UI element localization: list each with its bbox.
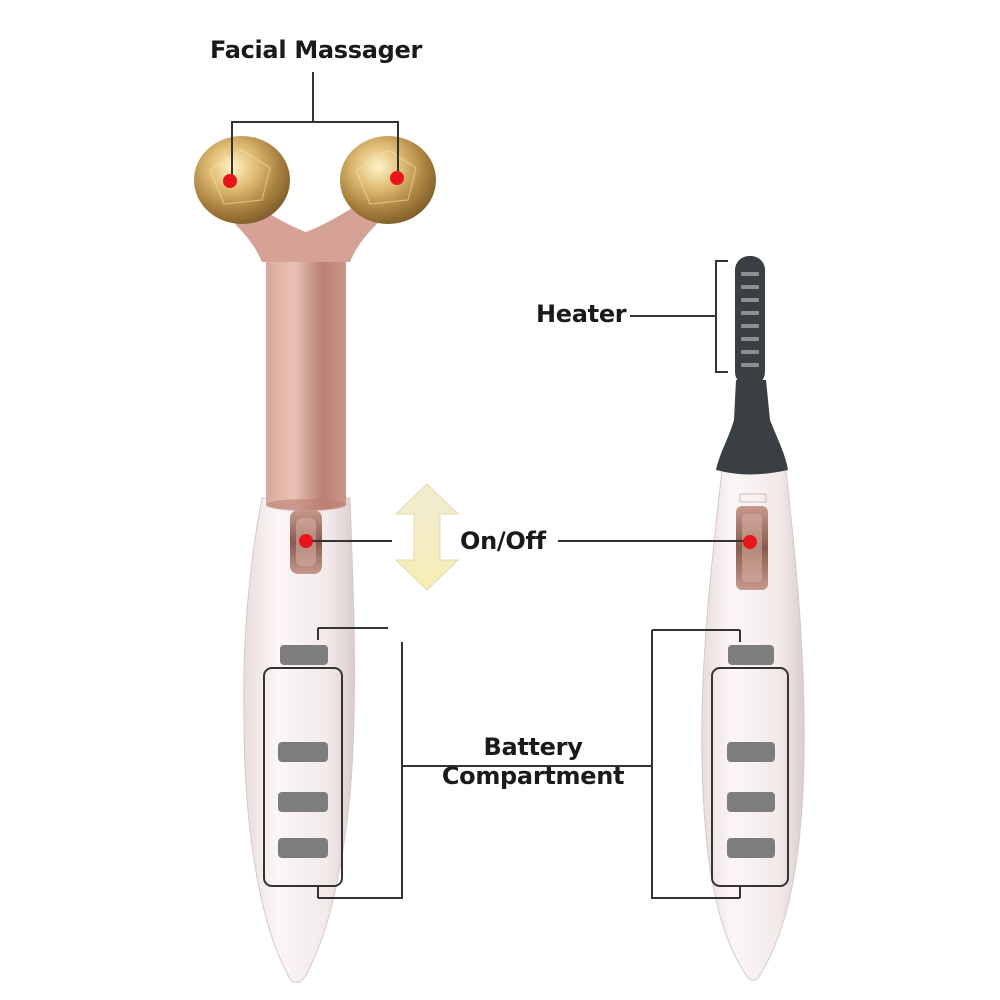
battery-label-line2: Compartment — [441, 761, 625, 790]
right-roller — [340, 136, 436, 224]
marker-left-roller — [223, 174, 237, 188]
curler-battery-bar — [727, 792, 775, 812]
facial-massager-label: Facial Massager — [210, 36, 423, 64]
curler-battery-bar — [727, 742, 775, 762]
up-down-arrow-icon — [394, 483, 460, 591]
massager-battery-outline — [263, 667, 343, 887]
curler-battery-bar — [727, 838, 775, 858]
red-dot-markers — [223, 171, 757, 549]
facial-massager-callout — [231, 121, 399, 176]
battery-compartment-label: Battery Compartment — [438, 733, 628, 791]
massager-body — [243, 497, 356, 983]
on-off-label: On/Off — [460, 527, 546, 555]
massager-handle — [266, 258, 346, 511]
curler-battery-cap — [728, 645, 774, 665]
heater-label: Heater — [536, 300, 627, 328]
massager-battery-bar — [278, 792, 328, 812]
marker-right-roller — [390, 171, 404, 185]
marker-right-switch — [743, 535, 757, 549]
curler-neck — [716, 380, 788, 475]
facial-massager-device — [194, 136, 436, 983]
massager-battery-bar — [278, 838, 328, 858]
marker-left-switch — [299, 534, 313, 548]
battery-bracket-right — [651, 630, 740, 899]
callout-lines — [231, 72, 749, 899]
curler-battery-outline — [711, 667, 789, 887]
heated-curler-device — [701, 256, 805, 981]
heater-bracket — [715, 260, 728, 373]
battery-label-line1: Battery — [483, 733, 583, 761]
massager-battery-bar — [278, 742, 328, 762]
battery-bracket-left — [318, 642, 403, 899]
massager-battery-cap — [280, 645, 328, 665]
left-roller — [194, 136, 290, 224]
